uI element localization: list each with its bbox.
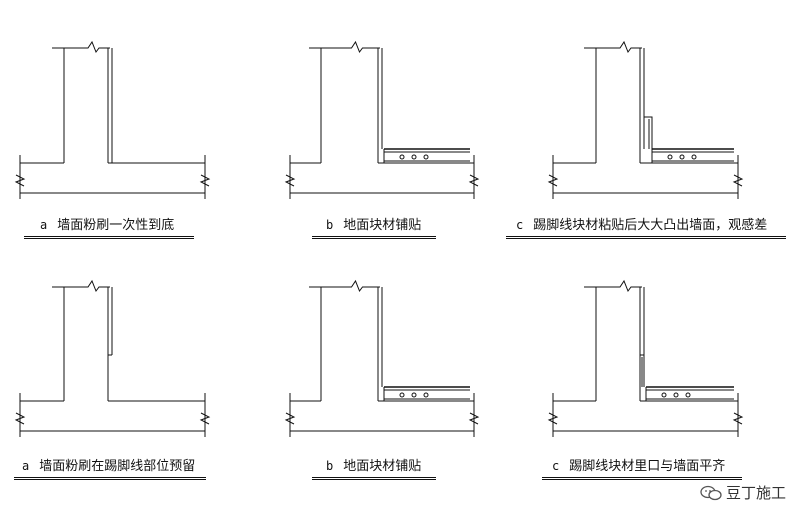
slab-right-break-c1	[732, 174, 744, 187]
mortar-dot-c2-2	[685, 392, 691, 398]
caption-underline-b1	[312, 236, 436, 239]
watermark: 豆丁施工	[700, 482, 786, 503]
slab-left-break-c1	[547, 174, 559, 187]
wall-top-break-b1	[309, 40, 380, 54]
slab-left-break-b1	[284, 174, 296, 187]
slab-left-break-a2	[14, 412, 26, 425]
slab-right-break-b2	[468, 412, 480, 425]
mortar-dot-b2-2	[423, 392, 429, 398]
slab-left-break-c2	[547, 412, 559, 425]
mortar-dot-c2-0	[661, 392, 667, 398]
wall-top-break-b2	[309, 279, 380, 293]
wechat-icon	[700, 485, 722, 500]
watermark-text: 豆丁施工	[725, 484, 786, 502]
mortar-dot-b2-1	[411, 392, 417, 398]
caption-underline-a2	[14, 477, 206, 480]
mortar-dot-b1-1	[411, 154, 417, 160]
mortar-dot-b1-0	[399, 154, 405, 160]
caption-underline-a1	[24, 236, 194, 239]
slab-left-break-a1	[14, 174, 26, 187]
panel-c1	[547, 40, 744, 199]
slab-right-break-b1	[468, 174, 480, 187]
slab-left-break-b2	[284, 412, 296, 425]
slab-right-break-c2	[732, 412, 744, 425]
mortar-dot-b1-2	[423, 154, 429, 160]
panel-b1	[284, 40, 480, 199]
panel-b2	[284, 279, 480, 437]
slab-right-break-a2	[199, 412, 211, 425]
mortar-dot-c2-1	[673, 392, 679, 398]
panel-a2	[14, 279, 211, 437]
caption-underline-c1	[506, 236, 786, 239]
caption-underline-b2	[312, 477, 436, 480]
wall-top-break-c1	[584, 40, 642, 54]
mortar-dot-b2-0	[399, 392, 405, 398]
wall-top-break-a1	[52, 40, 110, 54]
slab-right-break-a1	[199, 174, 211, 187]
caption-underline-c2	[542, 477, 742, 480]
wall-top-break-a2	[52, 279, 110, 293]
skirting-c2	[640, 354, 645, 387]
panel-c2	[547, 279, 744, 437]
mortar-dot-c1-1	[679, 154, 685, 160]
panel-a1	[14, 40, 211, 199]
mortar-dot-c1-0	[667, 154, 673, 160]
mortar-dot-c1-2	[691, 154, 697, 160]
wall-top-break-c2	[584, 279, 642, 293]
skirting-c1	[644, 116, 653, 149]
